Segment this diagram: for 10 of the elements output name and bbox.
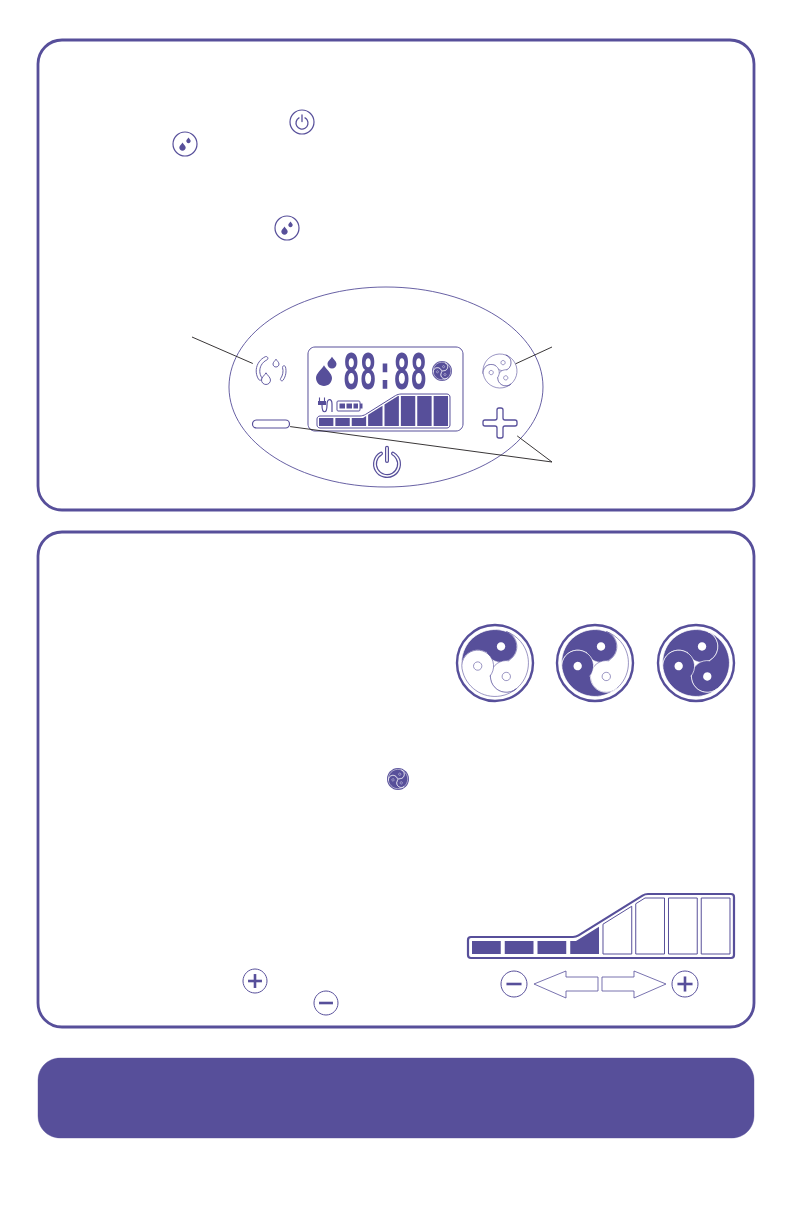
leader-line bbox=[191, 336, 254, 364]
leader-line bbox=[515, 346, 553, 365]
plus-button bbox=[482, 407, 518, 439]
drops-button-icon bbox=[255, 356, 287, 385]
leader-line bbox=[289, 426, 553, 463]
lcd-digits: 88:88 bbox=[344, 352, 426, 390]
swirl-icon bbox=[482, 353, 518, 389]
leader-line bbox=[516, 435, 553, 463]
minus-button bbox=[251, 419, 291, 429]
banner bbox=[37, 1057, 755, 1139]
